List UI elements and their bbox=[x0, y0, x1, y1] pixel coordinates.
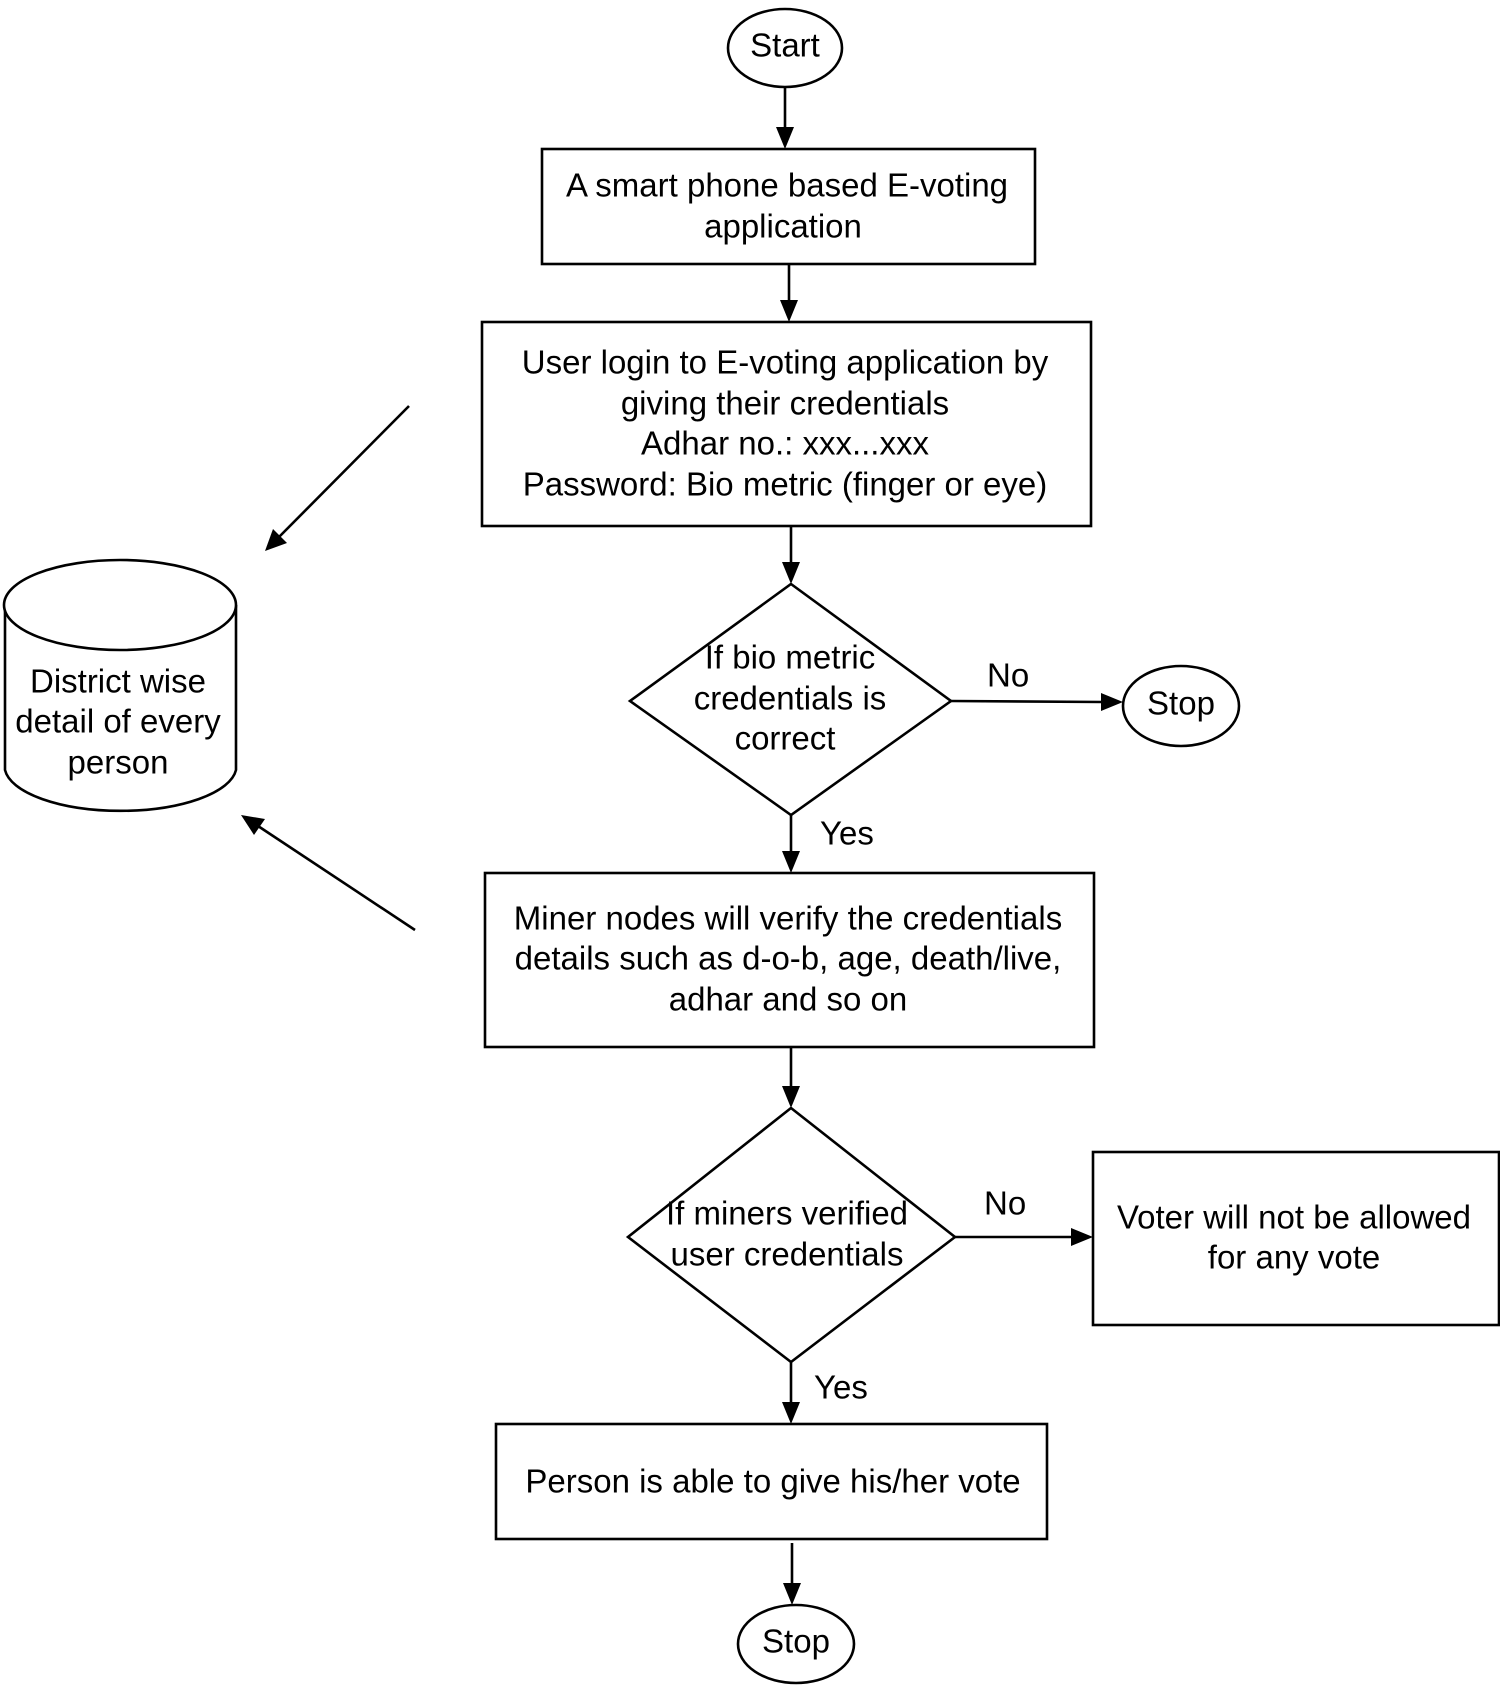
biometric-label-line-2: credentials is bbox=[694, 680, 887, 717]
vote-label: Person is able to give his/her vote bbox=[525, 1463, 1020, 1500]
miner-verify-label-line-1: Miner nodes will verify the credentials bbox=[514, 900, 1062, 937]
stop-final-label: Stop bbox=[762, 1623, 830, 1660]
edge-miner-verify-to-miner-check bbox=[782, 1047, 800, 1108]
miner-check-label-line-1: If miners verified bbox=[666, 1195, 908, 1232]
edge-label-bio-no: No bbox=[987, 657, 1029, 694]
edge-biometric-yes-to-miner-verify bbox=[782, 815, 800, 873]
not-allowed-label-line-2: for any vote bbox=[1208, 1239, 1380, 1276]
login-label-line-2: giving their credentials bbox=[621, 385, 949, 422]
biometric-label-line-3: correct bbox=[735, 720, 836, 757]
login-label-line-1: User login to E-voting application by bbox=[522, 344, 1049, 381]
edge-login-to-database bbox=[265, 405, 410, 551]
start-node: Start bbox=[726, 7, 844, 89]
app-label-line-2: application bbox=[704, 208, 862, 245]
miner-verify-label-line-3: adhar and so on bbox=[669, 981, 908, 1018]
vote-process-box: Person is able to give his/her vote bbox=[494, 1422, 1049, 1541]
edge-label-bio-yes: Yes bbox=[820, 815, 874, 852]
edge-miner-yes-to-vote bbox=[782, 1362, 800, 1424]
edge-login-to-biometric bbox=[782, 526, 800, 584]
app-process-box: A smart phone based E-voting application bbox=[540, 147, 1037, 266]
edge-miner-verify-to-database bbox=[241, 815, 416, 932]
stop-first-label: Stop bbox=[1147, 685, 1215, 722]
login-process-box: User login to E-voting application by gi… bbox=[480, 320, 1093, 528]
edge-start-to-app bbox=[776, 88, 794, 149]
database-label-line-2: detail of every bbox=[15, 703, 221, 740]
stop-node-final: Stop bbox=[736, 1603, 856, 1685]
database-cylinder: District wise detail of every person bbox=[2, 558, 238, 813]
database-label-line-3: person bbox=[68, 744, 169, 781]
database-label-line-1: District wise bbox=[30, 663, 206, 700]
edge-label-miner-no: No bbox=[984, 1185, 1026, 1222]
biometric-label-line-1: If bio metric bbox=[705, 639, 876, 676]
not-allowed-label-line-1: Voter will not be allowed bbox=[1117, 1199, 1471, 1236]
login-label-line-4: Password: Bio metric (finger or eye) bbox=[523, 466, 1048, 503]
miner-decision: If miners verified user credentials bbox=[625, 1106, 958, 1364]
app-label-line-1: A smart phone based E-voting bbox=[566, 167, 1008, 204]
stop-node-first: Stop bbox=[1121, 664, 1241, 748]
biometric-decision: If bio metric credentials is correct bbox=[627, 582, 954, 817]
not-allowed-process-box: Voter will not be allowed for any vote bbox=[1091, 1150, 1500, 1327]
edge-miner-no-to-not-allowed bbox=[955, 1228, 1093, 1246]
miner-verify-label-line-2: details such as d-o-b, age, death/live, bbox=[515, 940, 1062, 977]
miner-check-label-line-2: user credentials bbox=[671, 1236, 904, 1273]
login-label-line-3: Adhar no.: xxx...xxx bbox=[641, 425, 929, 462]
edge-label-miner-yes: Yes bbox=[814, 1369, 868, 1406]
edge-biometric-no-to-stop bbox=[950, 693, 1123, 711]
miner-verify-process-box: Miner nodes will verify the credentials … bbox=[483, 871, 1096, 1049]
edge-app-to-login bbox=[780, 264, 798, 322]
start-label: Start bbox=[750, 27, 820, 64]
edge-vote-to-stop bbox=[783, 1543, 801, 1605]
